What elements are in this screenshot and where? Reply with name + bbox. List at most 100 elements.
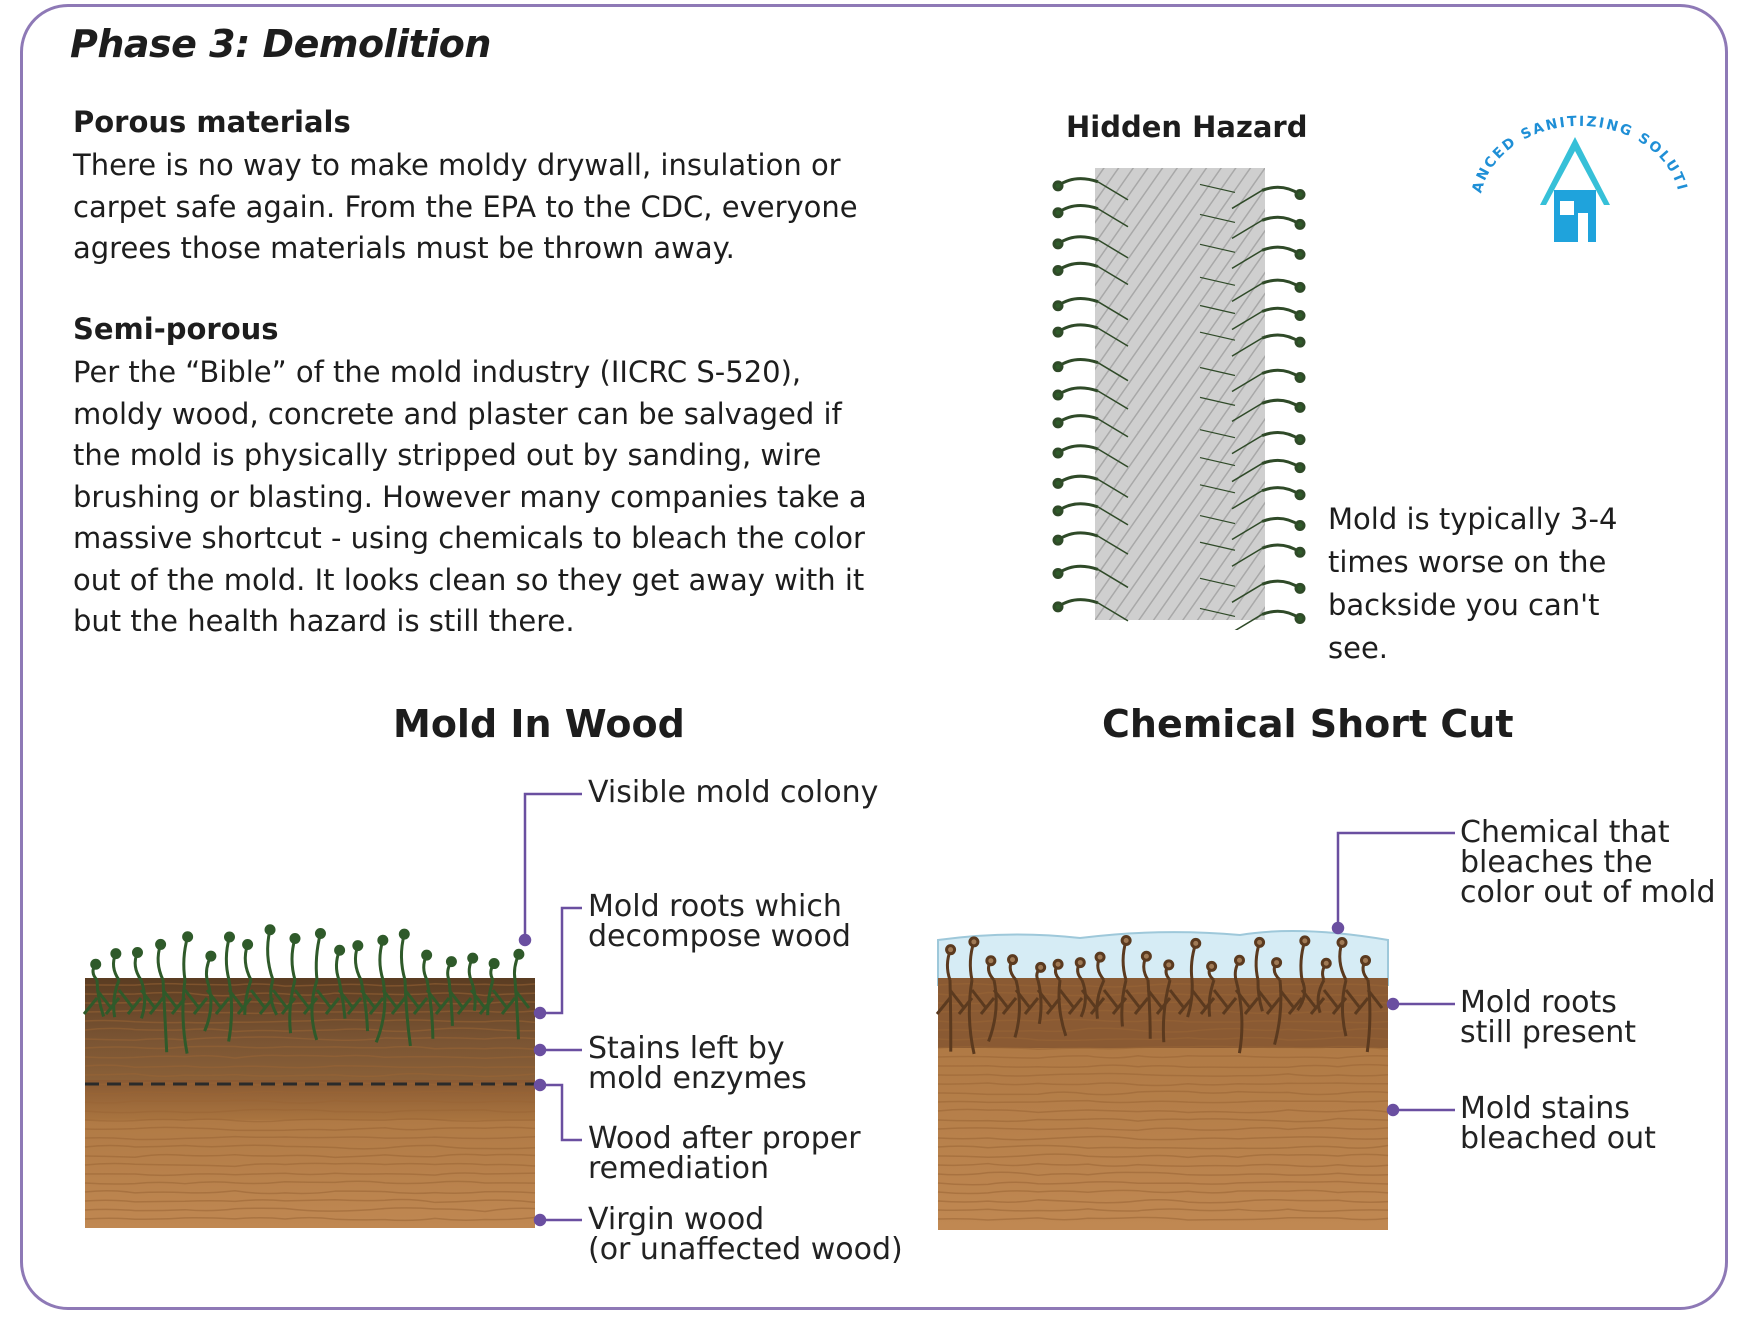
mold-spore [1271, 957, 1283, 969]
mold-root-branch [1155, 997, 1172, 1015]
mold-spore [488, 958, 500, 970]
wood-grain-line [937, 1082, 1389, 1087]
mold-spore [1320, 957, 1332, 969]
mold-root-branch [1278, 989, 1296, 1009]
mold-root-branch [1168, 989, 1186, 1009]
mold-root [967, 979, 976, 1055]
hidden-hazard-caption: Mold is typically 3-4 times worse on the… [1328, 502, 1618, 665]
mold-root [1199, 183, 1236, 194]
mold-root [1097, 602, 1129, 622]
mold-spore [1336, 936, 1348, 948]
wood-grain-line [937, 1216, 1389, 1221]
mold-root-branch [1102, 989, 1120, 1009]
mold-root-branch [337, 989, 355, 1009]
mold-root-branch [227, 989, 245, 1009]
mold-root-branch [271, 989, 289, 1009]
mold-root-branch [1058, 989, 1076, 1009]
mold-root [95, 979, 106, 1017]
mold-spore [1007, 954, 1019, 966]
mold-stalk [224, 936, 231, 981]
mold-root [486, 979, 495, 1016]
mold-root [1097, 327, 1129, 347]
mold-spore [90, 958, 102, 970]
mold-root-branch [183, 989, 201, 1009]
wood-grain-line [937, 1180, 1389, 1186]
mold-root [1199, 541, 1236, 551]
mold-root-branch [979, 997, 996, 1015]
mold-root-branch [117, 989, 135, 1009]
semi-porous-heading: Semi-porous [73, 312, 279, 346]
mold-root-branch [214, 997, 231, 1015]
mold-root [288, 979, 297, 1034]
mold-spore [1294, 188, 1306, 200]
mold-root-branch [126, 997, 143, 1015]
mold-root-branch [948, 989, 966, 1009]
mold-root [139, 979, 147, 1019]
mold-root-branch [1353, 997, 1370, 1015]
wood-grain-line [937, 991, 1389, 997]
label-virgin-wood-line1: Virgin wood [588, 1202, 765, 1237]
mold-root [374, 979, 387, 1043]
wood-grain-line [84, 1108, 536, 1114]
wood-grain-line [84, 1198, 536, 1204]
wood-grain-line [84, 991, 536, 997]
hidden-hazard-title: Hidden Hazard [1066, 110, 1308, 144]
porous-text: There is no way to make moldy drywall, i… [73, 148, 858, 265]
mold-root [1231, 490, 1263, 510]
wood-grain-line [84, 1099, 536, 1104]
mold-root [1199, 577, 1236, 587]
mold-root-branch [491, 989, 509, 1009]
label-chemical-line3: color out of mold [1460, 875, 1716, 910]
mold-root [1231, 219, 1263, 240]
mold-root-branch [992, 989, 1010, 1009]
wood-grain-line [84, 1027, 536, 1033]
mold-spore [1074, 957, 1086, 969]
mold-root [1231, 462, 1263, 483]
mold-spore [1035, 961, 1047, 973]
wood-grain-line [937, 1054, 1389, 1060]
mold-root-branch [390, 997, 407, 1015]
mold-spore [1206, 960, 1218, 972]
mold-root-branch [359, 989, 377, 1009]
wood-grain-line [84, 1045, 536, 1051]
mold-root [112, 979, 121, 1018]
mold-spore [182, 931, 194, 943]
mold-spore [1294, 281, 1306, 293]
mold-root-branch [1265, 997, 1282, 1015]
mold-spore [223, 931, 235, 943]
mold-root-branch [1322, 989, 1340, 1009]
mold-root [310, 979, 319, 1041]
mold-root-branch [1366, 989, 1384, 1009]
mold-root-branch [434, 997, 451, 1015]
mold-root-branch [139, 989, 157, 1009]
mold-spore [1299, 935, 1311, 947]
mold-spore [155, 938, 167, 950]
mold-in-wood-title: Mold In Wood [393, 702, 685, 746]
wood-grain-line [84, 1153, 536, 1159]
mold-root-branch [205, 989, 223, 1009]
mold-spore [1294, 612, 1306, 624]
mold-stalk [182, 936, 190, 981]
semi-porous-text: Per the “Bible” of the mold industry (II… [73, 355, 867, 638]
mold-root-branch [161, 989, 179, 1009]
wood-grain-line [84, 1018, 536, 1024]
mold-spore [1052, 238, 1064, 250]
wood-grain-line [937, 1162, 1389, 1168]
mold-root [1199, 456, 1236, 467]
mold-root-branch [192, 997, 209, 1015]
mold-root-branch [1300, 989, 1318, 1009]
mold-root [1207, 979, 1216, 1017]
mold-root [1199, 243, 1236, 253]
mold-root [1097, 418, 1129, 438]
mold-spore [1052, 326, 1064, 338]
mold-root-branch [1309, 997, 1326, 1015]
wood-grain-line [937, 1153, 1389, 1159]
mold-root [203, 979, 213, 1032]
label-stains-bleached-line1: Mold stains [1460, 1091, 1630, 1126]
mold-spore [264, 924, 276, 936]
label-visible-mold-colony: Visible mold colony [588, 775, 879, 810]
mold-spore [945, 944, 957, 956]
wood-grain-line [84, 1126, 536, 1132]
mold-spore [1094, 951, 1106, 963]
